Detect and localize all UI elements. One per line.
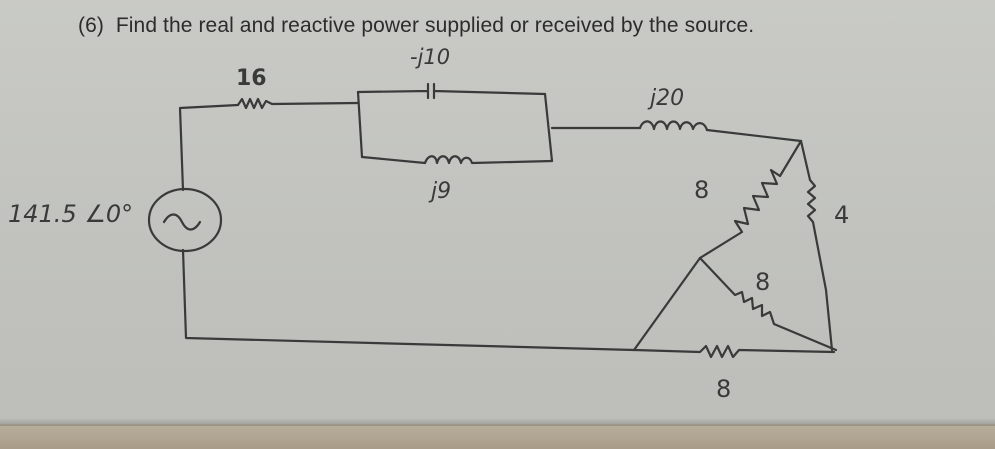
resistor-bottom-label: 8 (716, 375, 731, 403)
inductor-j20 (638, 120, 709, 132)
wire-to-right-node (705, 128, 803, 143)
sine-icon (162, 213, 202, 231)
capacitor-branch (356, 82, 547, 100)
table-surface (0, 424, 995, 449)
problem-text: Find the real and reactive power supplie… (115, 14, 755, 37)
inductor-j9 (360, 155, 554, 165)
wire-return (181, 248, 636, 352)
capacitor-label: -j10 (410, 45, 450, 69)
resistor-4 (799, 139, 834, 352)
resistor-center-label: 8 (755, 268, 770, 296)
wire-left-top (178, 103, 240, 192)
resistor-top-left-label: 8 (694, 176, 709, 204)
paper-edge (0, 418, 995, 426)
r-series-label: 16 (236, 66, 267, 91)
source-label: 141.5 ∠0° (8, 200, 133, 228)
resistor-8-center (698, 256, 838, 352)
inductor-parallel-label: j9 (428, 179, 451, 204)
resistor-8-bottom (632, 344, 836, 359)
resistor-8-diagonal (698, 139, 803, 260)
wire-delta-left (632, 256, 702, 352)
parallel-left-rail (356, 90, 364, 159)
problem-number: (6) (78, 14, 104, 37)
problem-statement: (6) Find the real and reactive power sup… (78, 14, 754, 38)
inductor-series-label: j20 (647, 86, 684, 111)
ac-source (147, 187, 223, 253)
parallel-right-rail (543, 92, 554, 163)
resistor-16 (236, 97, 360, 110)
resistor-right-label: 4 (834, 201, 849, 229)
